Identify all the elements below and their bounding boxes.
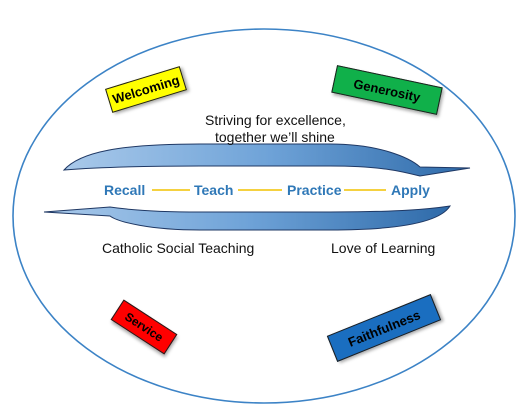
tagline-line-2: together we’ll shine bbox=[215, 129, 335, 145]
outer-ellipse bbox=[12, 28, 516, 404]
step-apply: Apply bbox=[391, 182, 430, 198]
tagline-line-1: Striving for excellence, bbox=[205, 112, 346, 128]
bottom-cycle-arrow bbox=[43, 205, 452, 231]
caption-love-of-learning: Love of Learning bbox=[331, 240, 436, 256]
top-cycle-arrow bbox=[62, 143, 471, 177]
step-teach: Teach bbox=[194, 182, 234, 198]
step-practice: Practice bbox=[287, 182, 342, 198]
step-recall: Recall bbox=[104, 182, 146, 198]
caption-catholic-social-teaching: Catholic Social Teaching bbox=[102, 240, 255, 256]
